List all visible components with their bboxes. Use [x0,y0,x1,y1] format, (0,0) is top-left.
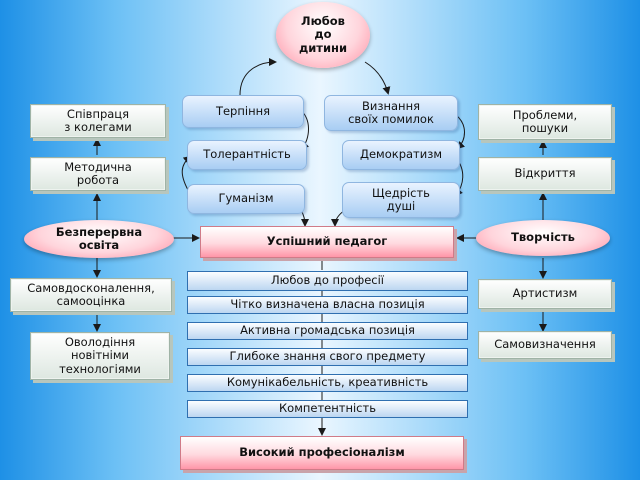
continuous-education-node: Безперервна освіта [24,220,174,258]
admit-mistakes-node: Визнання своїх помилок [324,95,458,131]
quality-bar: Активна громадська позиція [187,322,468,340]
quality-bar: Комунікабельність, креативність [187,374,468,392]
self-improvement-node: Самовдосконалення, самооцінка [10,278,172,312]
patience-node: Терпіння [182,95,304,128]
democratism-node: Демократизм [342,140,460,170]
methodical-work-node: Методична робота [30,157,166,191]
discovery-node: Відкриття [478,157,612,191]
tolerance-node: Толерантність [187,140,307,170]
successful-teacher-node: Успішний педагог [200,226,454,258]
problems-node: Проблеми, пошуки [478,104,612,140]
artistry-node: Артистизм [478,279,612,309]
quality-bar: Компетентність [187,400,468,418]
quality-bar: Чітко визначена власна позиція [187,296,468,314]
new-technologies-node: Оволодіння новітніми технологіями [30,332,170,380]
love-children-node: Любов до дитини [276,2,370,68]
colleagues-node: Співпраця з колегами [30,104,166,138]
humanism-node: Гуманізм [187,184,305,214]
high-professionalism-node: Високий професіоналізм [180,436,464,470]
creativity-node: Творчість [476,220,610,256]
quality-bar: Глибоке знання свого предмету [187,348,468,366]
quality-bar: Любов до професії [187,271,468,291]
generosity-node: Щедрість душі [342,182,460,218]
self-determination-node: Самовизначення [478,331,612,359]
